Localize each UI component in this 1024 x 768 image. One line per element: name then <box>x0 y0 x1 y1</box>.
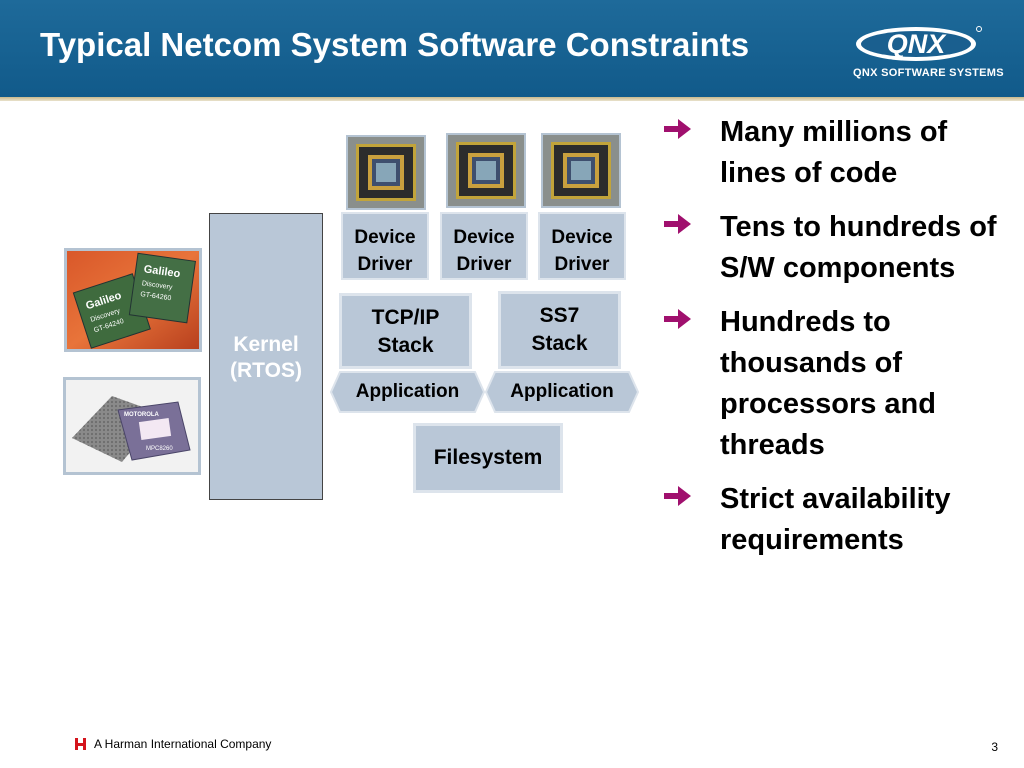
bullet-item: Many millions of lines of code <box>664 112 1014 194</box>
svg-text:MPC8260: MPC8260 <box>146 446 173 452</box>
kernel-label: Kernel (RTOS) <box>230 333 302 382</box>
ss7-stack-box: SS7 Stack <box>498 291 621 369</box>
footer-company: A Harman International Company <box>94 737 272 751</box>
logo-text: QNX <box>887 29 948 59</box>
device-driver-box-3: Device Driver <box>538 212 626 280</box>
right-arrow-icon <box>664 214 691 234</box>
processor-chip-image-2 <box>446 133 526 208</box>
kernel-rtos-box: Kernel (RTOS) <box>209 213 323 500</box>
slide-title: Typical Netcom System Software Constrain… <box>40 26 750 63</box>
bullet-list: Many millions of lines of code Tens to h… <box>664 112 1014 574</box>
right-arrow-icon <box>664 309 691 329</box>
svg-text:Discovery: Discovery <box>141 280 173 291</box>
logo-subtext: QNX SOFTWARE SYSTEMS <box>853 67 1004 79</box>
tcpip-stack-box: TCP/IP Stack <box>339 293 472 369</box>
svg-text:Galileo: Galileo <box>143 263 181 280</box>
qnx-logo: QNX <box>854 24 982 69</box>
application-label-2: Application <box>510 381 614 402</box>
application-box-1: Application <box>330 371 485 413</box>
application-box-2: Application <box>485 371 639 413</box>
title-bar: Typical Netcom System Software Constrain… <box>0 0 1024 97</box>
page-number: 3 <box>991 740 998 754</box>
right-arrow-icon <box>664 119 691 139</box>
right-arrow-icon <box>664 486 691 506</box>
harman-logo-icon <box>75 738 86 750</box>
application-label-1: Application <box>355 381 460 402</box>
device-driver-box-2: Device Driver <box>440 212 528 280</box>
device-driver-box-1: Device Driver <box>341 212 429 280</box>
galileo-chips-photo: Galileo Discovery GT-64240 Galileo Disco… <box>64 248 202 352</box>
filesystem-box: Filesystem <box>413 423 563 493</box>
processor-chip-image-1 <box>346 135 426 210</box>
svg-text:GT-64260: GT-64260 <box>140 291 172 302</box>
svg-text:MOTOROLA: MOTOROLA <box>124 412 160 418</box>
bullet-item: Hundreds to thousands of processors and … <box>664 302 1014 466</box>
motorola-chip-photo: MOTOROLA MPC8260 <box>63 377 201 475</box>
header-divider <box>0 97 1024 101</box>
bullet-item: Tens to hundreds of S/W components <box>664 207 1014 289</box>
processor-chip-image-3 <box>541 133 621 208</box>
bullet-item: Strict availability requirements <box>664 479 1014 561</box>
